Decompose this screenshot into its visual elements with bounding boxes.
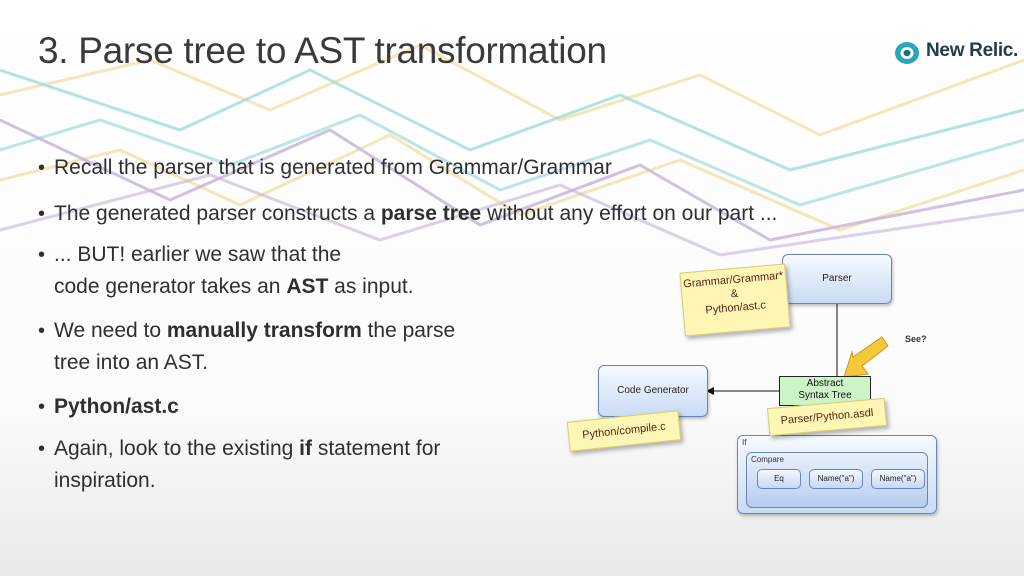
bullet-recall: • Recall the parser that is generated fro… bbox=[38, 152, 612, 184]
bullet-bold-text: Python/ast.c bbox=[54, 395, 179, 418]
bullet-text: tree into an AST. bbox=[54, 351, 209, 374]
bullet-text: the parse bbox=[361, 319, 456, 342]
slide-title: 3. Parse tree to AST transformation bbox=[38, 30, 607, 71]
bullet-bold-text: parse tree bbox=[380, 202, 482, 225]
ast-line: Syntax Tree bbox=[798, 390, 852, 401]
bullet-ast-c: • Python/ast.c bbox=[38, 391, 179, 423]
bullet-text: statement for bbox=[311, 437, 441, 460]
bullet-text: The generated parser constructs a bbox=[54, 202, 381, 225]
parser-box: Parser bbox=[782, 254, 892, 304]
grammar-note: Grammar/Grammar* & Python/ast.c bbox=[679, 263, 791, 337]
diagram-connectors bbox=[706, 304, 889, 395]
bullet-text: ... BUT! earlier we saw that the bbox=[54, 243, 342, 266]
bullet-text: We need to bbox=[54, 319, 167, 342]
eq-node: Eq bbox=[757, 469, 801, 489]
bullet-text: Again, look to the existing bbox=[54, 437, 300, 460]
bullet-dot: • bbox=[38, 320, 46, 342]
name-node: Name("a") bbox=[871, 469, 925, 489]
name-node: Name("a") bbox=[809, 469, 863, 489]
bullet-dot: • bbox=[38, 396, 46, 418]
bullet-if-statement: • Again, look to the existing if statemen… bbox=[38, 433, 440, 496]
compiler-diagram: Parser Grammar/Grammar* & Python/ast.c S… bbox=[560, 240, 1010, 530]
bullet-text: inspiration. bbox=[54, 469, 156, 492]
code-generator-box: Code Generator bbox=[598, 365, 708, 417]
bullet-bold-text: manually transform bbox=[166, 319, 362, 342]
see-label: See? bbox=[905, 334, 927, 344]
bullet-text: code generator takes an bbox=[54, 275, 287, 298]
bullet-bold-text: if bbox=[299, 437, 312, 460]
bullet-dot: • bbox=[38, 157, 46, 179]
brand-name: New Relic. bbox=[926, 40, 1019, 61]
bullet-manually-transform: • We need to manually transform the parse… bbox=[38, 315, 455, 378]
bullet-text: Recall the parser that is generated from… bbox=[54, 156, 612, 179]
if-label: If bbox=[742, 438, 747, 447]
ast-line: Abstract bbox=[806, 378, 844, 389]
new-relic-logo-icon bbox=[895, 42, 919, 64]
compare-box: Compare Eq Name("a") Name("a") bbox=[746, 452, 928, 508]
bullet-dot: • bbox=[38, 438, 46, 460]
if-box: If Compare Eq Name("a") Name("a") bbox=[737, 435, 937, 514]
bullet-generated-parser: • The generated parser constructs a parse… bbox=[38, 198, 777, 230]
bullet-text: as input. bbox=[328, 275, 414, 298]
bullet-bold-text: AST bbox=[286, 275, 329, 298]
bullet-dot: • bbox=[38, 203, 46, 225]
bullet-dot: • bbox=[38, 244, 46, 266]
compare-label: Compare bbox=[751, 455, 784, 464]
bullet-but: • ... BUT! earlier we saw that the code g… bbox=[38, 239, 414, 302]
bullet-text: without any effort on our part ... bbox=[481, 202, 778, 225]
